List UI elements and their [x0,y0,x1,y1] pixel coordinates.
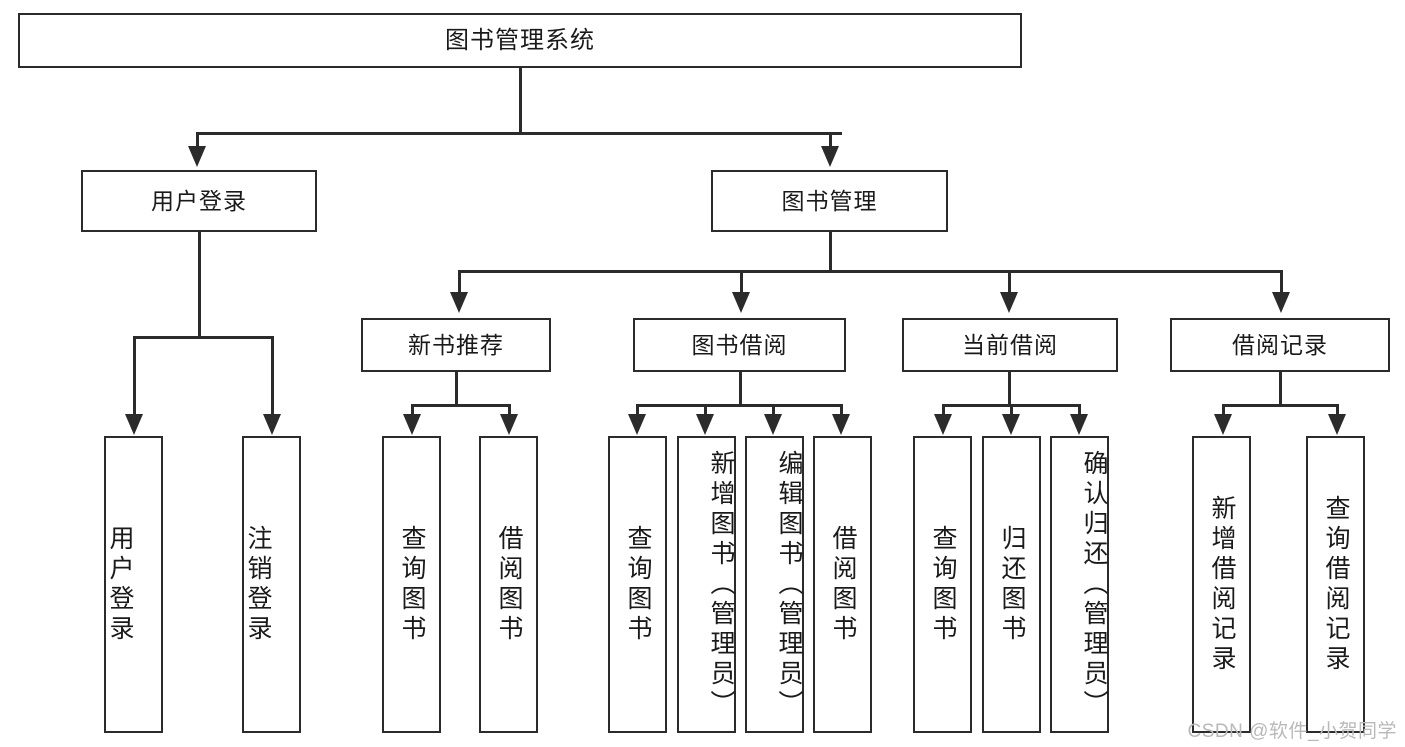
node-user-login[interactable]: 用户登录 [81,170,317,232]
csdn-watermark: CSDN @软件_小贺同学 [1187,721,1397,742]
connector-borrow-stem [739,372,742,406]
connector-current-stem [1008,372,1011,406]
connector-root-stem [519,68,522,134]
connector-level3-drop-1 [458,270,461,294]
arrow-to-current-borrow [1000,292,1018,313]
arrow-to-leaf-logout [263,414,281,435]
leaf-user-login[interactable]: 用户登录 [104,436,163,733]
leaf-return-book[interactable]: 归还图书 [982,436,1041,733]
connector-record-drop-1 [1222,404,1225,416]
arrow-to-leaf-borrow-book-1 [500,414,518,435]
connector-current-drop-2 [1010,404,1013,416]
arrow-to-leaf-user-login [125,414,143,435]
connector-record-stem [1279,372,1282,406]
connector-level3-drop-2 [740,270,743,294]
connector-current-drop-3 [1078,404,1081,416]
leaf-confirm-return-admin[interactable]: 确认归还（管理员） [1050,436,1109,733]
arrow-to-borrow-record [1272,292,1290,313]
connector-user-login-drop-2 [271,336,274,416]
leaf-edit-book-admin[interactable]: 编辑图书（管理员） [745,436,804,733]
connector-recommend-bus [411,404,510,407]
connector-book-management-stem [829,232,832,272]
connector-level3-bus [458,270,1282,273]
arrow-to-leaf-query-record [1328,414,1346,435]
connector-recommend-drop-2 [508,404,511,416]
connector-borrow-bus [636,404,842,407]
arrow-to-leaf-add-book [696,414,714,435]
node-book-borrow[interactable]: 图书借阅 [633,318,846,372]
leaf-borrow-book-recommend[interactable]: 借阅图书 [479,436,538,733]
connector-borrow-drop-2 [704,404,707,416]
arrow-to-user-login [188,146,206,167]
arrow-to-leaf-confirm-return [1070,414,1088,435]
node-root-book-management-system[interactable]: 图书管理系统 [18,13,1022,68]
arrow-to-new-book-recommend [450,292,468,313]
connector-borrow-drop-1 [636,404,639,416]
leaf-add-borrow-record[interactable]: 新增借阅记录 [1192,436,1251,733]
connector-record-drop-2 [1336,404,1339,416]
leaf-query-book-recommend[interactable]: 查询图书 [382,436,441,733]
node-book-management[interactable]: 图书管理 [711,170,948,232]
leaf-query-borrow-record[interactable]: 查询借阅记录 [1306,436,1365,733]
connector-current-drop-1 [942,404,945,416]
connector-level3-drop-4 [1280,270,1283,294]
arrow-to-book-management [821,146,839,167]
leaf-query-book-borrow[interactable]: 查询图书 [608,436,667,733]
connector-root-drop-right [829,132,832,148]
arrow-to-leaf-return-book [1002,414,1020,435]
connector-record-bus [1222,404,1338,407]
connector-borrow-drop-4 [840,404,843,416]
connector-root-bus [196,132,842,135]
connector-user-login-bus [133,336,273,339]
node-current-borrow[interactable]: 当前借阅 [902,318,1118,372]
arrow-to-leaf-add-record [1214,414,1232,435]
leaf-borrow-book[interactable]: 借阅图书 [813,436,872,733]
leaf-query-book-current[interactable]: 查询图书 [913,436,972,733]
connector-level3-drop-3 [1008,270,1011,294]
arrow-to-leaf-query-book-1 [403,414,421,435]
connector-borrow-drop-3 [772,404,775,416]
arrow-to-leaf-borrow-book-2 [832,414,850,435]
arrow-to-leaf-query-book-2 [628,414,646,435]
connector-recommend-stem [455,372,458,406]
node-new-book-recommend[interactable]: 新书推荐 [361,318,551,372]
node-borrow-record[interactable]: 借阅记录 [1170,318,1390,372]
connector-user-login-stem [198,232,201,338]
connector-user-login-drop-1 [133,336,136,416]
connector-recommend-drop-1 [411,404,414,416]
leaf-logout[interactable]: 注销登录 [242,436,301,733]
arrow-to-leaf-edit-book [764,414,782,435]
leaf-add-book-admin[interactable]: 新增图书（管理员） [677,436,736,733]
arrow-to-book-borrow [732,292,750,313]
arrow-to-leaf-query-book-3 [934,414,952,435]
connector-root-drop-left [196,132,199,148]
